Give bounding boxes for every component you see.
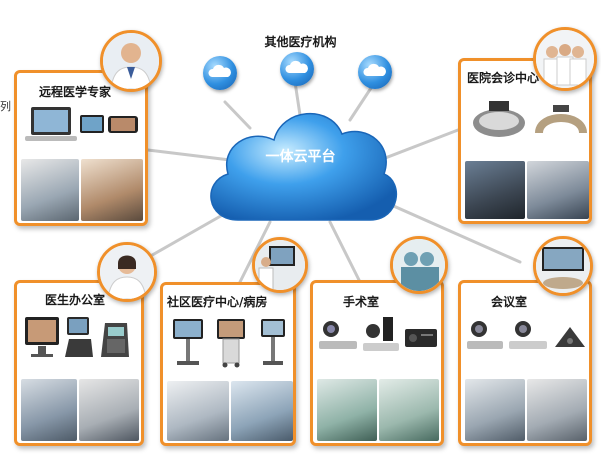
link-remote-expert [146, 148, 232, 162]
panel-title-operating-room: 手术室 [343, 295, 380, 309]
link-bubble-3 [348, 83, 375, 122]
cloud-icon [203, 56, 237, 90]
meeting-screen-avatar [533, 236, 593, 296]
panel-title-remote-expert: 远程医学专家 [39, 85, 112, 99]
panel-title-meeting-room: 会议室 [491, 295, 528, 309]
conference-phone-device [551, 321, 589, 355]
conference-table-diagram [467, 97, 531, 147]
central-cloud-icon [210, 112, 398, 221]
conference-room-layout [533, 101, 589, 141]
recording-box-device [403, 319, 439, 355]
camera-codec-device [507, 317, 549, 357]
camera-codec-device [361, 315, 401, 357]
ward-screen-avatar [252, 237, 308, 293]
photo-doctor-screen [79, 379, 139, 441]
photo-surgery-team [317, 379, 377, 441]
tablet-device [79, 113, 105, 137]
photo-meeting-room [465, 379, 525, 441]
photo-doctor-desk [21, 379, 77, 441]
female-doctor-avatar [97, 242, 157, 302]
camera-codec-device [465, 317, 505, 357]
panel-meeting-room: 会议室 [458, 280, 592, 446]
panel-remote-expert: 远程医学专家 [14, 70, 148, 226]
photo-ward-bed [231, 381, 293, 441]
panel-doctor-office: 医生办公室 [14, 280, 144, 446]
other-institutions-label: 其他医疗机构 [264, 35, 337, 49]
mobile-cart-terminal [169, 317, 209, 369]
expert-doctor-avatar [100, 30, 162, 92]
panel-title-community-ward: 社区医疗中心/病房 [167, 295, 268, 309]
panel-title-hospital-center: 医院会诊中心 [467, 71, 540, 85]
link-operating [328, 220, 362, 284]
link-hospital-center [378, 128, 460, 162]
photo-ward-consult [167, 381, 229, 441]
cloud-icon [280, 52, 314, 86]
smartphone-device [107, 113, 139, 137]
camera-codec-device [317, 317, 359, 357]
photo-expert-tablet [81, 159, 143, 221]
video-phone-device [63, 315, 95, 359]
surgeons-avatar [390, 236, 448, 294]
link-bubble-1 [223, 100, 252, 130]
link-meeting [378, 198, 522, 264]
photo-video-conference [527, 379, 587, 441]
panel-community-ward: 社区医疗中心/病房 [160, 282, 296, 446]
bedside-terminal [253, 317, 293, 369]
medical-cart-terminal [211, 317, 251, 369]
monitor-device [23, 315, 63, 359]
cloud-icon [358, 55, 392, 89]
panel-operating-room: 手术室 [310, 280, 444, 446]
link-bubble-2 [293, 80, 302, 117]
central-platform-label: 一体云平台 [265, 149, 336, 165]
photo-video-meeting [527, 161, 589, 219]
edge-fragment-text: 列 [0, 100, 11, 113]
photo-remote-consult [21, 159, 79, 221]
photo-operating-theater [379, 379, 439, 441]
medical-team-avatar [533, 27, 597, 91]
photo-consultation-room [465, 161, 525, 219]
ip-phone-device [97, 317, 133, 359]
panel-title-doctor-office: 医生办公室 [45, 293, 106, 307]
laptop-device [23, 105, 79, 145]
